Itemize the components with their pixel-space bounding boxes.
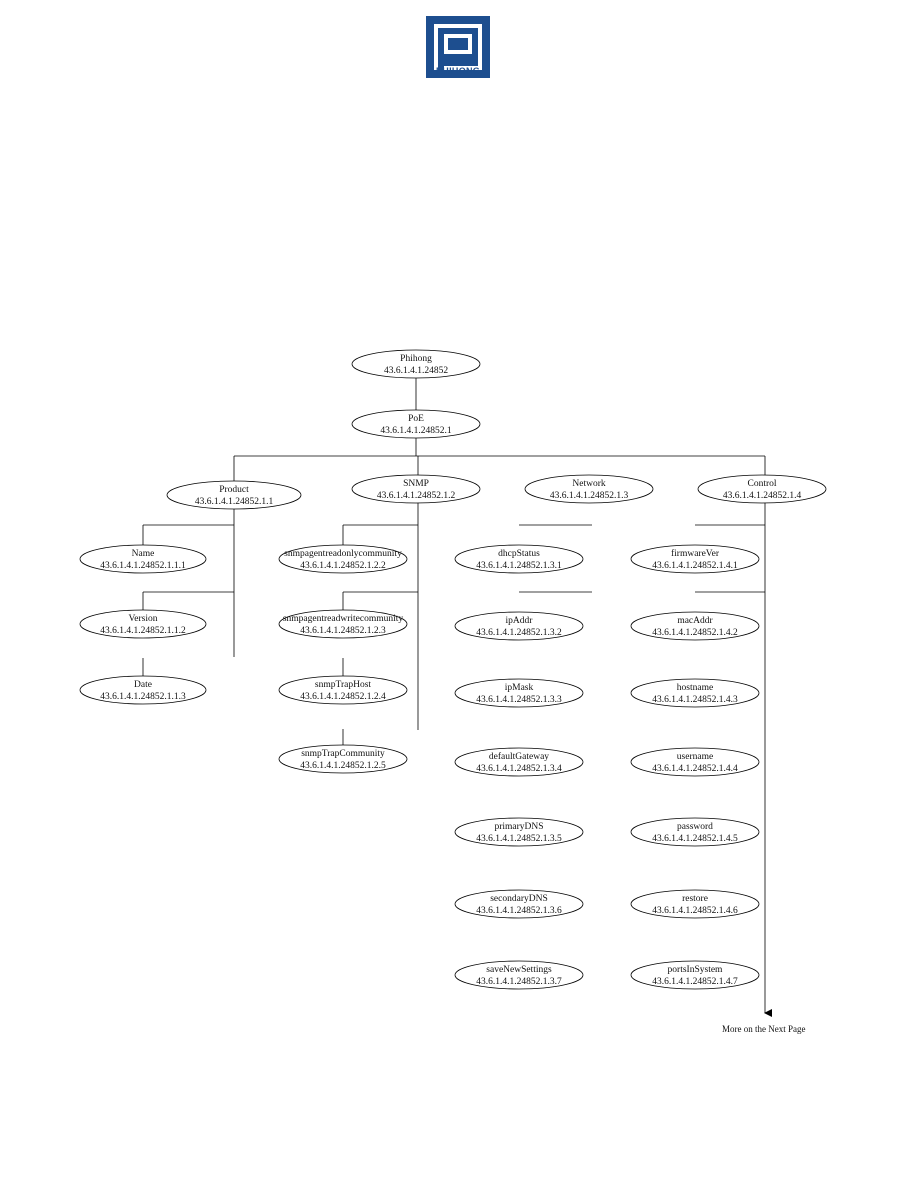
node-oid: 43.6.1.4.1.24852.1.4.3 (652, 695, 738, 705)
node-label: saveNewSettings (486, 965, 552, 975)
node-label: dhcpStatus (498, 549, 540, 559)
node-oid: 43.6.1.4.1.24852.1.1.1 (100, 561, 186, 571)
node-oid: 43.6.1.4.1.24852.1.2.2 (300, 561, 386, 571)
node-oid: 43.6.1.4.1.24852.1.2 (377, 491, 456, 501)
node-label: restore (682, 894, 708, 904)
node-oid: 43.6.1.4.1.24852.1.4.7 (652, 977, 738, 987)
logo-text: PHIHONG (436, 66, 481, 76)
node-secondary-dns: secondaryDNS 43.6.1.4.1.24852.1.3.6 (454, 889, 584, 919)
node-oid: 43.6.1.4.1.24852 (384, 366, 448, 376)
node-label: SNMP (403, 479, 429, 489)
node-label: snmpagentreadonlycommunity (284, 549, 402, 559)
node-oid: 43.6.1.4.1.24852.1.4.1 (652, 561, 738, 571)
node-hostname: hostname 43.6.1.4.1.24852.1.4.3 (630, 678, 760, 708)
node-label: Product (219, 485, 249, 495)
node-phihong: Phihong 43.6.1.4.1.24852 (351, 349, 481, 379)
node-oid: 43.6.1.4.1.24852.1.3.4 (476, 764, 562, 774)
node-oid: 43.6.1.4.1.24852.1.4.2 (652, 628, 738, 638)
node-oid: 43.6.1.4.1.24852.1 (380, 426, 452, 436)
node-label: Date (134, 680, 152, 690)
node-oid: 43.6.1.4.1.24852.1.2.5 (300, 761, 386, 771)
node-label: ipMask (505, 683, 534, 693)
node-label: hostname (677, 683, 713, 693)
node-name: Name 43.6.1.4.1.24852.1.1.1 (79, 544, 207, 574)
node-ip-addr: ipAddr 43.6.1.4.1.24852.1.3.2 (454, 611, 584, 641)
connector-lines (142, 378, 772, 1017)
node-label: snmpTrapCommunity (301, 749, 385, 759)
node-label: firmwareVer (671, 548, 720, 559)
node-oid: 43.6.1.4.1.24852.1.3.6 (476, 906, 562, 916)
node-save-new-settings: saveNewSettings 43.6.1.4.1.24852.1.3.7 (454, 960, 584, 990)
node-oid: 43.6.1.4.1.24852.1.3.5 (476, 834, 562, 844)
node-snmp-write-community: snmpagentreadwritecommunity 43.6.1.4.1.2… (278, 609, 408, 639)
node-label: Network (572, 479, 605, 489)
node-label: username (677, 752, 713, 762)
node-label: Name (132, 549, 155, 559)
node-ports-in-system: portsInSystem 43.6.1.4.1.24852.1.4.7 (630, 960, 760, 990)
node-oid: 43.6.1.4.1.24852.1.1.2 (100, 626, 186, 636)
node-label: macAddr (677, 616, 713, 626)
node-firmware-ver: firmwareVer 43.6.1.4.1.24852.1.4.1 (630, 544, 760, 574)
node-date: Date 43.6.1.4.1.24852.1.1.3 (79, 675, 207, 705)
phihong-logo (426, 16, 490, 78)
node-restore: restore 43.6.1.4.1.24852.1.4.6 (630, 889, 760, 919)
node-username: username 43.6.1.4.1.24852.1.4.4 (630, 747, 760, 777)
node-snmp-read-community: snmpagentreadonlycommunity 43.6.1.4.1.24… (278, 544, 408, 574)
node-label: defaultGateway (489, 751, 549, 762)
node-primary-dns: primaryDNS 43.6.1.4.1.24852.1.3.5 (454, 817, 584, 847)
node-snmp-trap-community: snmpTrapCommunity 43.6.1.4.1.24852.1.2.5 (278, 744, 408, 774)
node-poe: PoE 43.6.1.4.1.24852.1 (351, 409, 481, 439)
node-oid: 43.6.1.4.1.24852.1.3.2 (476, 628, 562, 638)
node-label: password (677, 822, 713, 832)
node-password: password 43.6.1.4.1.24852.1.4.5 (630, 817, 760, 847)
node-oid: 43.6.1.4.1.24852.1.3 (550, 491, 629, 501)
node-ip-mask: ipMask 43.6.1.4.1.24852.1.3.3 (454, 678, 584, 708)
node-version: Version 43.6.1.4.1.24852.1.1.2 (79, 609, 207, 639)
node-default-gateway: defaultGateway 43.6.1.4.1.24852.1.3.4 (454, 747, 584, 777)
node-label: primaryDNS (494, 822, 543, 832)
node-label: secondaryDNS (490, 894, 548, 904)
node-oid: 43.6.1.4.1.24852.1.4.6 (652, 906, 738, 916)
node-label: PoE (408, 414, 424, 424)
node-oid: 43.6.1.4.1.24852.1.1 (195, 497, 274, 507)
node-label: ipAddr (506, 616, 534, 626)
node-oid: 43.6.1.4.1.24852.1.4.4 (652, 764, 738, 774)
node-label: portsInSystem (668, 965, 724, 975)
node-mac-addr: macAddr 43.6.1.4.1.24852.1.4.2 (630, 611, 760, 641)
node-oid: 43.6.1.4.1.24852.1.2.3 (300, 626, 386, 636)
node-dhcp-status: dhcpStatus 43.6.1.4.1.24852.1.3.1 (454, 544, 584, 574)
node-oid: 43.6.1.4.1.24852.1.4.5 (652, 834, 738, 844)
node-label: snmpagentreadwritecommunity (283, 614, 404, 624)
node-oid: 43.6.1.4.1.24852.1.3.1 (476, 561, 562, 571)
node-label: Version (128, 614, 157, 624)
node-control: Control 43.6.1.4.1.24852.1.4 (697, 474, 827, 504)
node-snmp-trap-host: snmpTrapHost 43.6.1.4.1.24852.1.2.4 (278, 675, 408, 705)
next-page-note: More on the Next Page (722, 1024, 806, 1034)
node-network: Network 43.6.1.4.1.24852.1.3 (524, 474, 654, 504)
node-oid: 43.6.1.4.1.24852.1.3.3 (476, 695, 562, 705)
node-label: snmpTrapHost (315, 680, 371, 690)
node-label: Phihong (400, 354, 432, 364)
node-snmp: SNMP 43.6.1.4.1.24852.1.2 (351, 474, 481, 504)
node-oid: 43.6.1.4.1.24852.1.2.4 (300, 692, 386, 702)
node-oid: 43.6.1.4.1.24852.1.1.3 (100, 692, 186, 702)
node-product: Product 43.6.1.4.1.24852.1.1 (166, 480, 302, 510)
node-oid: 43.6.1.4.1.24852.1.4 (723, 491, 802, 501)
node-oid: 43.6.1.4.1.24852.1.3.7 (476, 977, 562, 987)
node-label: Control (747, 479, 776, 489)
